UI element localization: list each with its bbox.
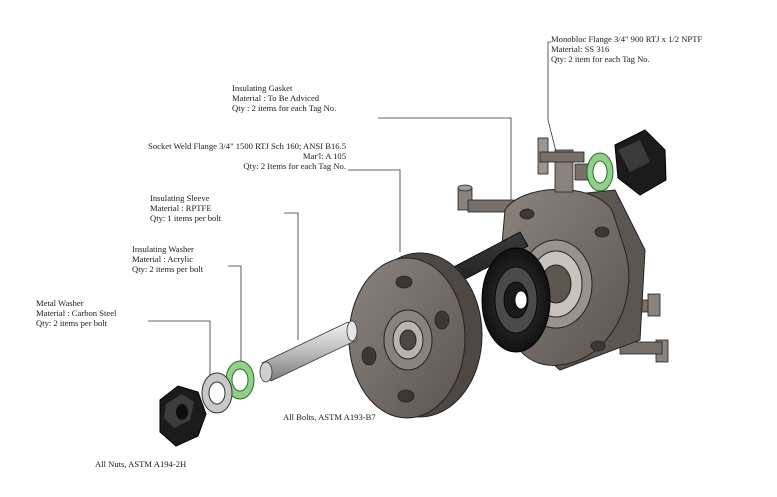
leader-ins-washer bbox=[228, 265, 242, 364]
label-sleeve-line2: Material : RPTFE bbox=[150, 203, 212, 213]
label-all-bolts: All Bolts, ASTM A193-B7 bbox=[283, 412, 376, 422]
label-metal-washer: Metal Washer Material : Carbon Steel Qty… bbox=[36, 298, 116, 328]
hex-nut bbox=[159, 385, 207, 447]
label-sleeve-line3: Qty: 1 items per bolt bbox=[150, 213, 222, 223]
label-socket-weld-flange: Socket Weld Flange 3/4" 1500 RTJ Sch 160… bbox=[96, 141, 346, 171]
label-monobloc-line3: Qty: 2 item for each Tag No. bbox=[551, 54, 650, 64]
insulating-sleeve bbox=[259, 320, 358, 383]
leader-monobloc bbox=[547, 41, 563, 176]
monobloc-outlet-nut bbox=[614, 129, 667, 196]
label-all-nuts: All Nuts, ASTM A194-2H bbox=[95, 459, 187, 469]
label-ins-washer-line1: Insulating Washer bbox=[132, 244, 194, 254]
leader-metal-washer bbox=[148, 320, 211, 378]
label-monobloc-flange: Monobloc Flange 3/4" 900 RTJ x 1/2 NPTF … bbox=[551, 34, 702, 64]
label-monobloc-line2: Material: SS 316 bbox=[551, 44, 610, 54]
metal-washer bbox=[201, 372, 233, 414]
label-ins-washer-line3: Qty: 2 items per bolt bbox=[132, 264, 204, 274]
label-insulating-washer: Insulating Washer Material : Acrylic Qty… bbox=[132, 244, 203, 274]
label-gasket-line3: Qty : 2 items for each Tag No. bbox=[232, 103, 337, 113]
label-sleeve-line1: Insulating Sleeve bbox=[150, 193, 210, 203]
leader-sleeve bbox=[284, 212, 299, 340]
label-insulating-gasket: Insulating Gasket Material : To Be Advic… bbox=[232, 83, 336, 113]
label-metal-washer-line2: Material : Carbon Steel bbox=[36, 308, 117, 318]
label-socket-line2: Mar'l: A 105 bbox=[302, 151, 346, 161]
label-gasket-line2: Material : To Be Adviced bbox=[232, 93, 320, 103]
insulating-washer bbox=[225, 360, 255, 400]
monobloc-side-valve-left bbox=[457, 184, 515, 213]
leader-socket bbox=[348, 169, 401, 252]
label-socket-line1: Socket Weld Flange 3/4" 1500 RTJ Sch 160… bbox=[148, 141, 346, 151]
label-insulating-sleeve: Insulating Sleeve Material : RPTFE Qty: … bbox=[150, 193, 221, 223]
label-gasket-line1: Insulating Gasket bbox=[232, 83, 293, 93]
label-metal-washer-line3: Qty: 2 items per bolt bbox=[36, 318, 108, 328]
socket-weld-flange bbox=[348, 252, 483, 419]
label-metal-washer-line1: Metal Washer bbox=[36, 298, 84, 308]
leader-gasket bbox=[378, 117, 512, 214]
label-ins-washer-line2: Material : Acrylic bbox=[132, 254, 194, 264]
label-monobloc-line1: Monobloc Flange 3/4" 900 RTJ x 1/2 NPTF bbox=[551, 34, 703, 44]
insulating-gasket bbox=[481, 247, 551, 353]
leader-lines bbox=[148, 41, 563, 378]
label-socket-line3: Qty: 2 Items for each Tag No. bbox=[243, 161, 346, 171]
monobloc-top-valve bbox=[537, 137, 596, 193]
